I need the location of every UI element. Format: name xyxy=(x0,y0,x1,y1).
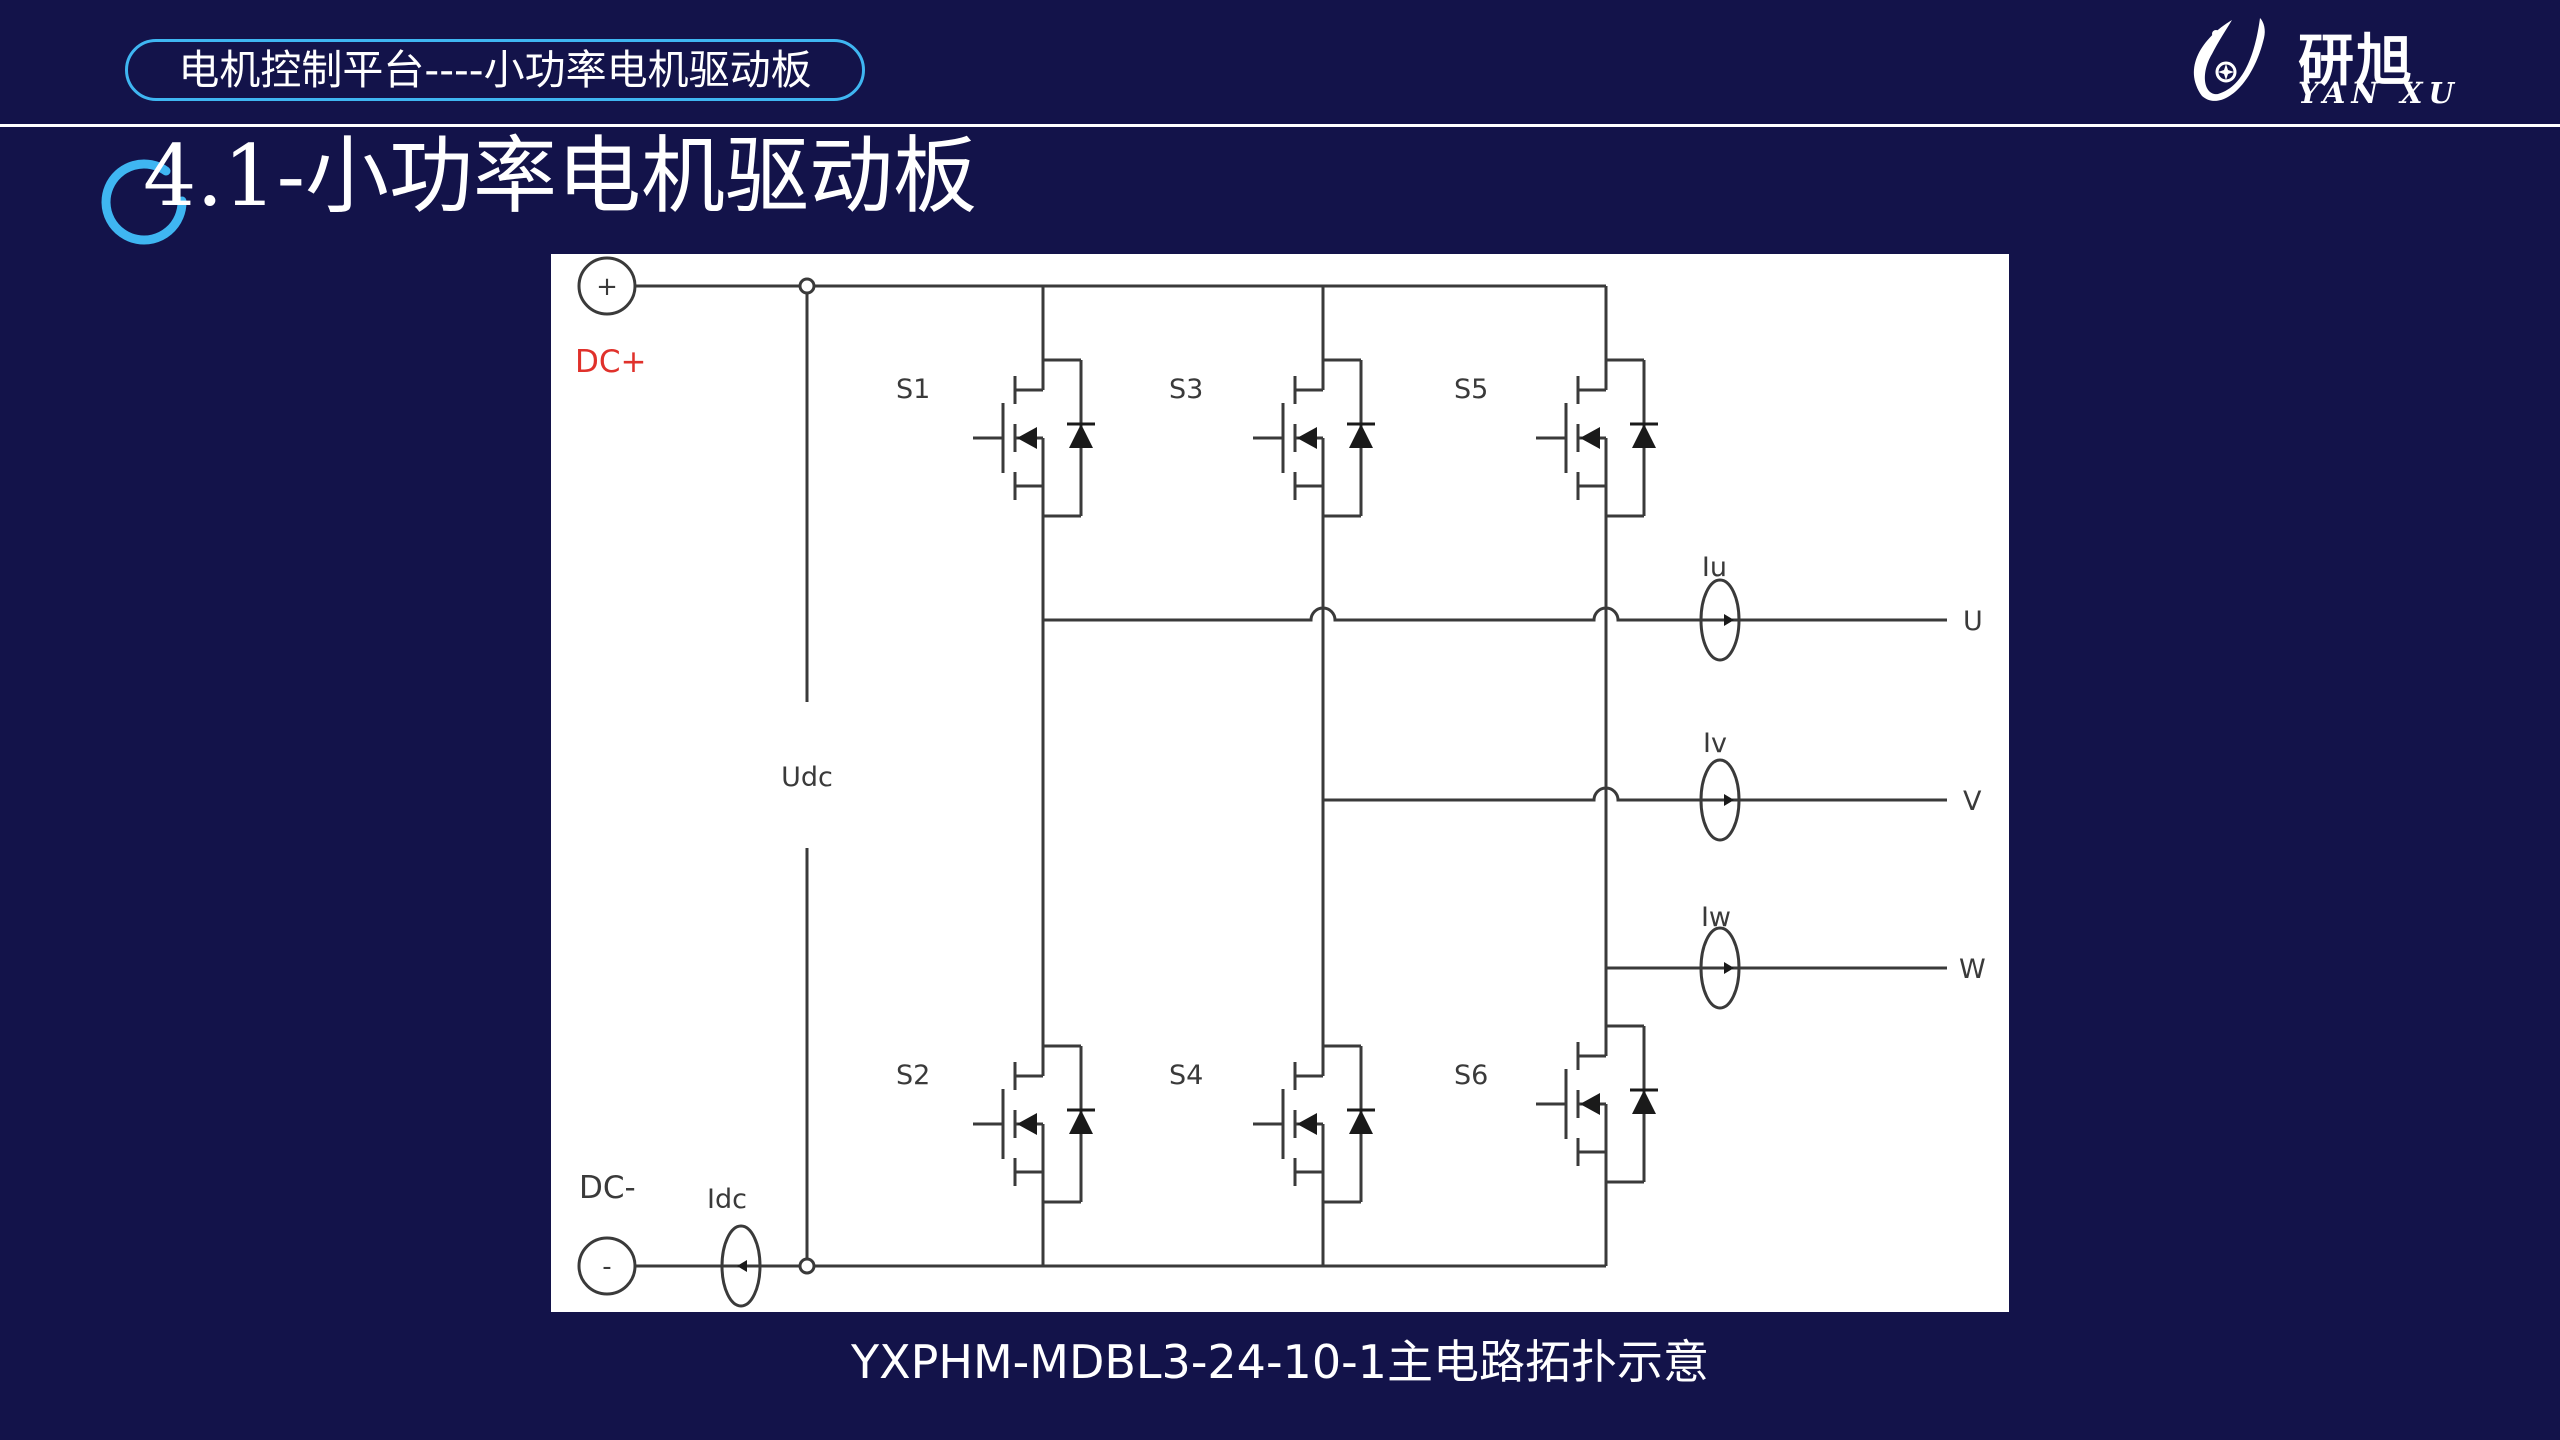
switch-label-s6: S6 xyxy=(1454,1060,1488,1091)
yanxu-logo-icon xyxy=(2193,18,2265,101)
phase-output-v: V xyxy=(1963,786,1982,817)
dc-plus-terminal xyxy=(577,256,637,316)
phase-current-label-iv: Iv xyxy=(1703,728,1727,759)
switch-label-s5: S5 xyxy=(1454,374,1488,405)
current-sensor-iw xyxy=(1699,926,1741,1010)
dc-minus-terminal xyxy=(577,1236,637,1296)
current-sensor-iu xyxy=(1699,578,1741,662)
logo-subtext: YAN XU xyxy=(2298,76,2460,110)
inverter-topology-svg: + - DC+ DC- Udc Idc S1 S3 S5 S2 S4 S6 Iu… xyxy=(575,256,1986,1308)
switch-label-s1: S1 xyxy=(896,374,930,405)
page-title: 4.1-小功率电机驱动板 xyxy=(143,127,977,225)
phase-output-u: U xyxy=(1963,606,1983,637)
mosfet-s1 xyxy=(971,358,1097,518)
phase-current-label-iu: Iu xyxy=(1702,552,1727,583)
switch-label-s3: S3 xyxy=(1169,374,1203,405)
dc-plus-label: DC+ xyxy=(575,344,647,380)
current-sensor-iv xyxy=(1699,758,1741,842)
phase-output-w: W xyxy=(1959,954,1986,985)
mosfet-s2 xyxy=(971,1044,1097,1204)
logo-text: 研旭 xyxy=(2298,29,2414,94)
mosfet-s4 xyxy=(1251,1044,1377,1204)
title-ring-icon xyxy=(101,159,187,245)
dc-plus-symbol: + xyxy=(596,272,618,302)
mosfet-s3 xyxy=(1251,358,1377,518)
dc-minus-label: DC- xyxy=(579,1170,636,1206)
switch-label-s4: S4 xyxy=(1169,1060,1203,1091)
circuit-diagram: + - DC+ DC- Udc Idc S1 S3 S5 S2 S4 S6 Iu… xyxy=(551,254,2009,1312)
current-sensor-idc xyxy=(720,1224,762,1308)
mosfet-s6 xyxy=(1534,1024,1660,1184)
mosfet-s5 xyxy=(1534,358,1660,518)
header-divider xyxy=(0,124,2560,127)
dc-minus-symbol: - xyxy=(602,1252,611,1282)
bus-voltage-label: Udc xyxy=(781,762,833,793)
phase-current-label-iw: Iw xyxy=(1701,902,1731,933)
diagram-caption: YXPHM-MDBL3-24-10-1主电路拓扑示意 xyxy=(851,1335,1709,1389)
dc-current-label: Idc xyxy=(707,1184,747,1215)
platform-label-pill: 电机控制平台----小功率电机驱动板 xyxy=(125,39,865,101)
switch-label-s2: S2 xyxy=(896,1060,930,1091)
platform-label: 电机控制平台----小功率电机驱动板 xyxy=(178,46,812,94)
